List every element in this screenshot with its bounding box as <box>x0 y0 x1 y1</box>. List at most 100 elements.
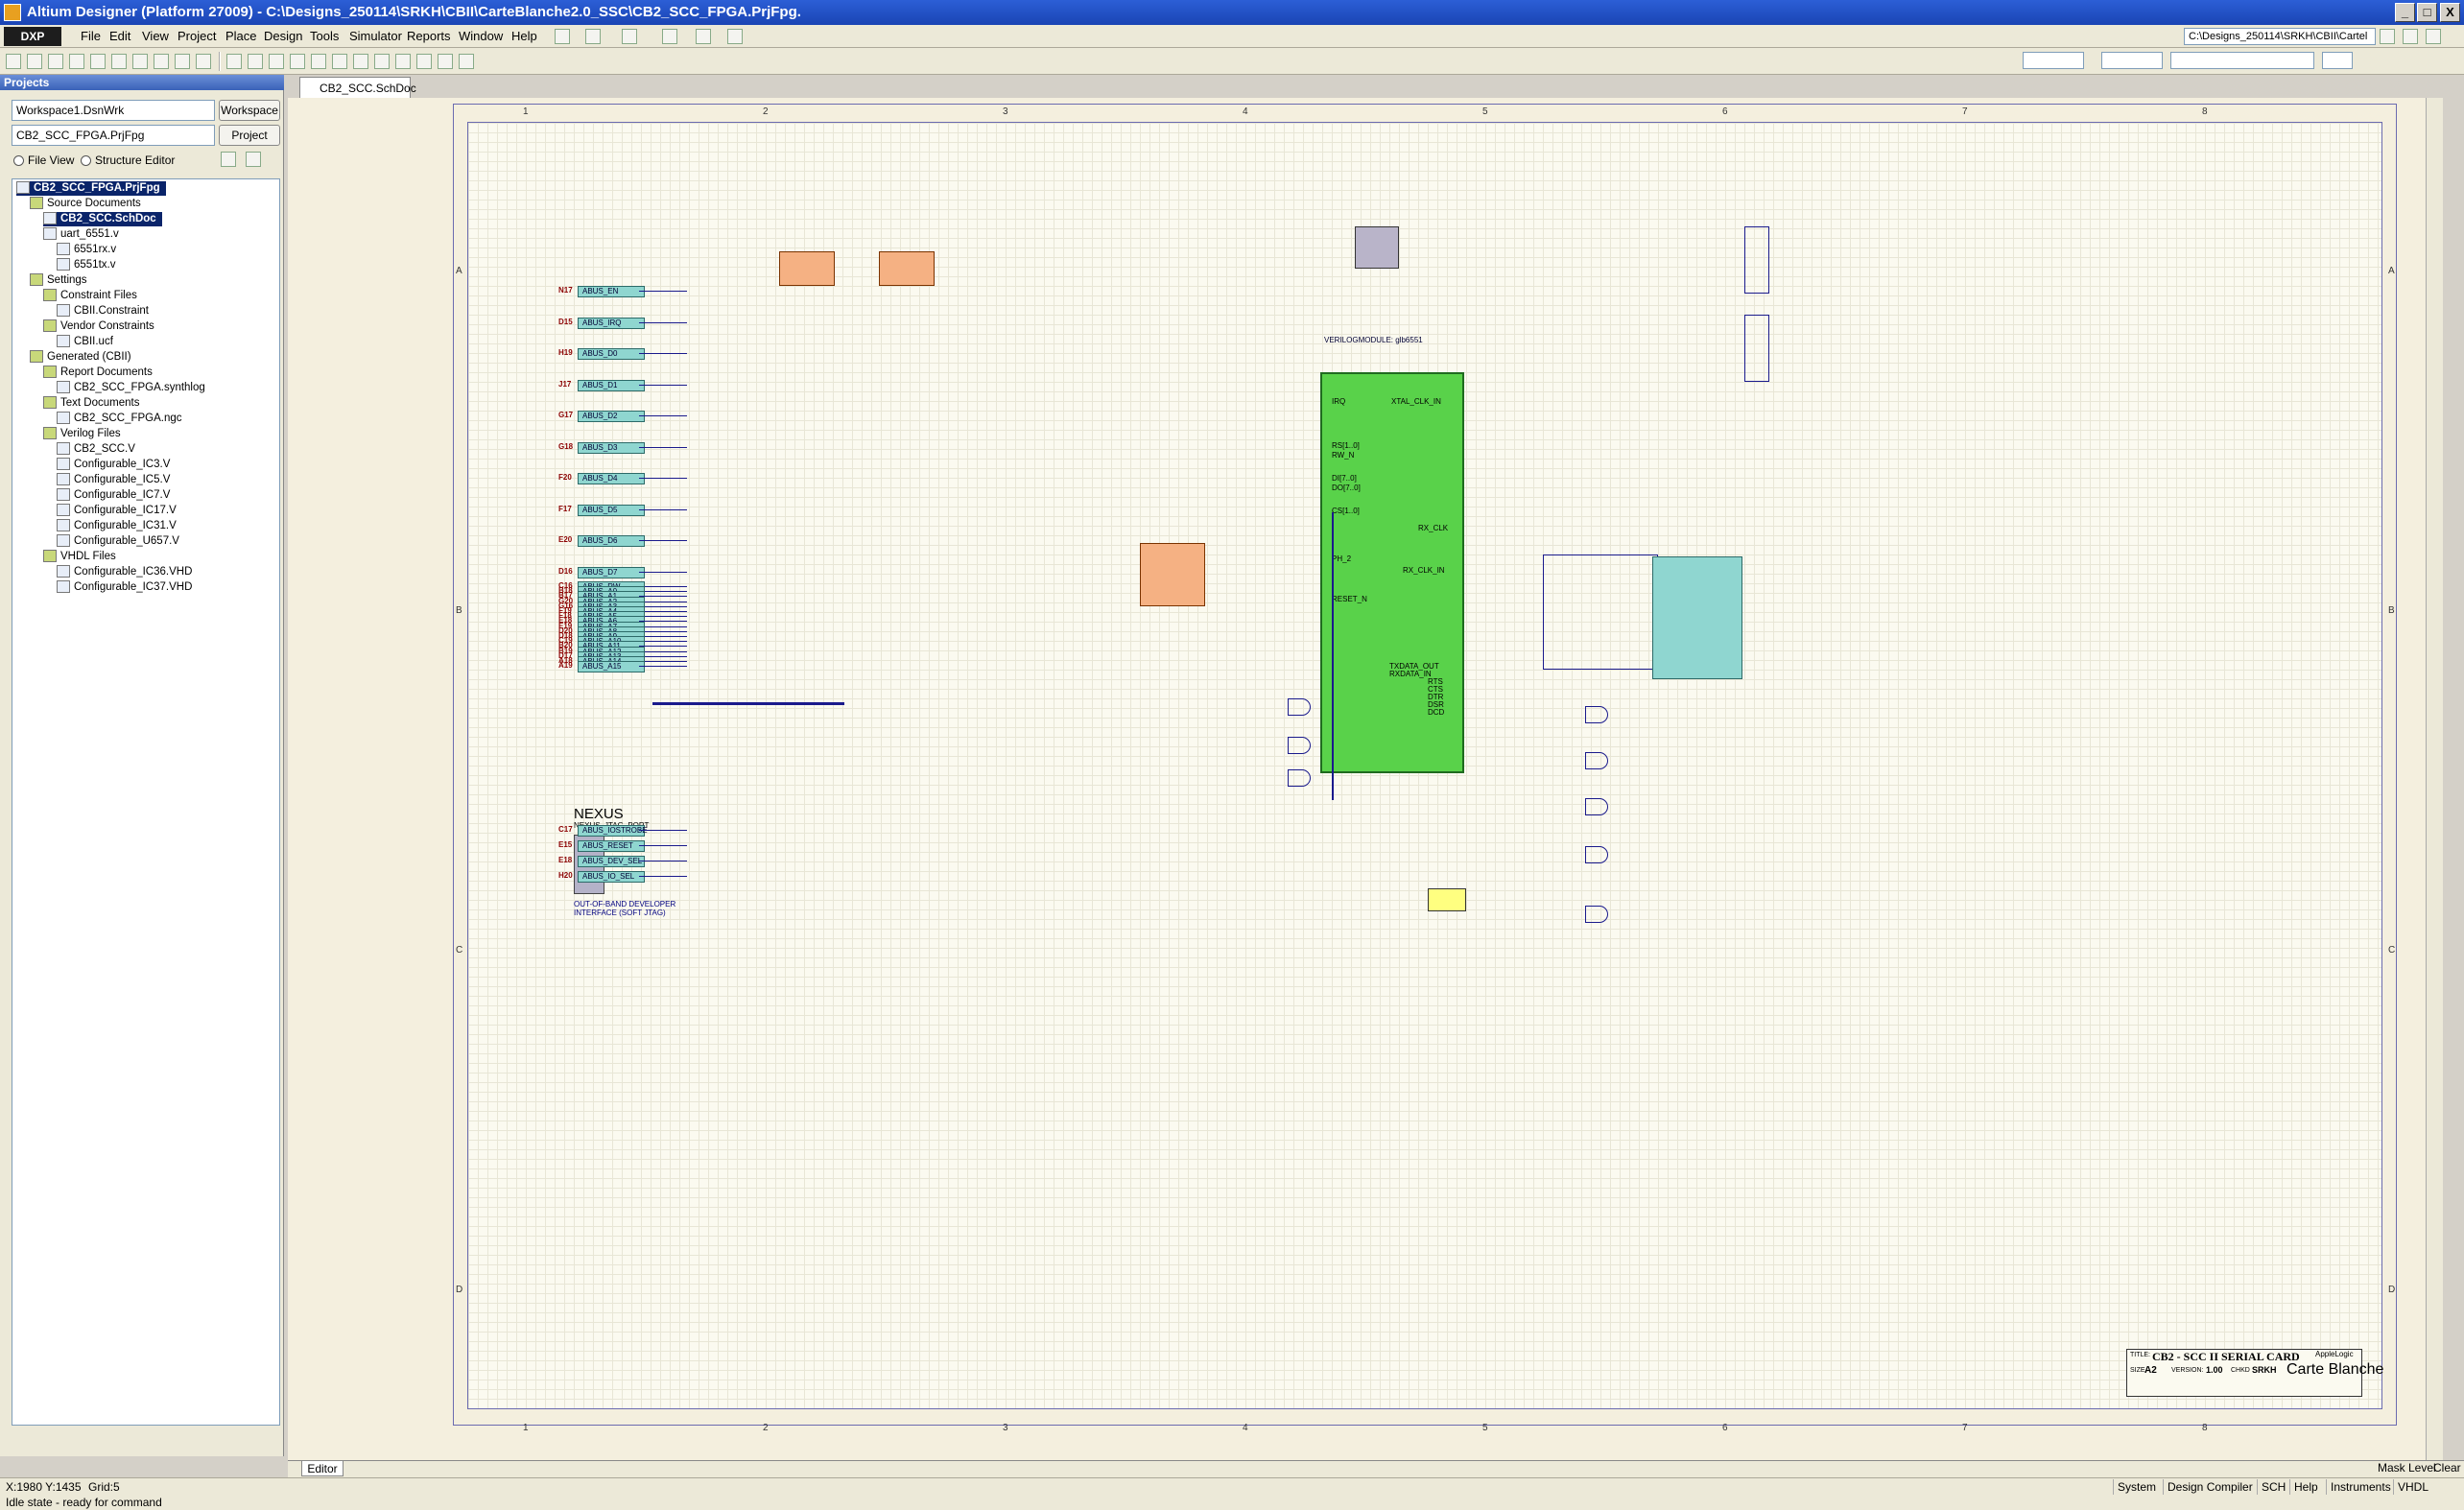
tree-item[interactable]: Vendor Constraints <box>43 319 154 334</box>
help-button[interactable]: Help <box>2289 1479 2322 1495</box>
rom-block[interactable] <box>1140 543 1205 606</box>
menu-edit[interactable]: Edit <box>109 29 131 43</box>
tree-item[interactable]: CBII.ucf <box>57 335 113 349</box>
tree-item[interactable]: Verilog Files <box>43 427 121 441</box>
menu-help[interactable]: Help <box>511 29 537 43</box>
tree-item[interactable]: uart_6551.v <box>43 227 119 242</box>
address-bus-port[interactable]: ABUS_A15 <box>578 661 645 673</box>
tree-item[interactable]: Text Documents <box>43 396 139 411</box>
menu-project[interactable]: Project <box>178 29 217 43</box>
workspace-dropdown[interactable]: Workspace1.DsnWrk <box>12 100 215 121</box>
jump-icon[interactable] <box>416 54 432 69</box>
digital-devices-icon[interactable] <box>662 29 677 44</box>
select-icon[interactable] <box>290 54 305 69</box>
minimize-button[interactable]: _ <box>2395 3 2415 22</box>
tree-item[interactable]: Configurable_U657.V <box>57 534 179 549</box>
tree-item[interactable]: CB2_SCC.SchDoc <box>43 212 162 226</box>
place-part-icon[interactable] <box>132 54 148 69</box>
no-erc-icon[interactable] <box>226 54 242 69</box>
place-bus-icon[interactable] <box>27 54 42 69</box>
back-icon[interactable] <box>2380 29 2395 44</box>
frequency-counter[interactable] <box>1355 226 1399 269</box>
panel-menu-icon[interactable] <box>246 152 261 167</box>
structure-editor-radio[interactable]: Structure Editor <box>81 153 175 167</box>
control-bus-port[interactable]: ABUS_IOSTROBE <box>578 825 648 837</box>
toolbar-combo-2[interactable] <box>2101 52 2163 69</box>
dxp-menu[interactable]: DXP <box>4 27 61 46</box>
vhdl-button[interactable]: VHDL <box>2393 1479 2432 1495</box>
chip-icon[interactable] <box>395 54 411 69</box>
menu-file[interactable]: File <box>81 29 101 43</box>
align-icon[interactable] <box>269 54 284 69</box>
menu-reports[interactable]: Reports <box>407 29 451 43</box>
tree-item[interactable]: CBII.Constraint <box>57 304 149 319</box>
sch-button[interactable]: SCH <box>2257 1479 2289 1495</box>
power-port-icon[interactable] <box>622 29 637 44</box>
register-block[interactable] <box>1428 888 1466 911</box>
data-bus-port[interactable]: ABUS_D7 <box>578 566 645 578</box>
system-panel-button[interactable]: System <box>2113 1479 2160 1495</box>
bus-entry-icon[interactable] <box>48 54 63 69</box>
menu-simulator[interactable]: Simulator <box>349 29 402 43</box>
tab-editor[interactable]: Editor <box>301 1461 344 1476</box>
tree-item[interactable]: Report Documents <box>43 366 153 380</box>
uart-6551-block[interactable]: VERILOGMODULE: glb6551 IRQ RS[1..0] RW_N… <box>1320 336 1464 773</box>
project-button[interactable]: Project <box>219 125 280 146</box>
maximize-button[interactable]: □ <box>2417 3 2437 22</box>
project-field[interactable]: CB2_SCC_FPGA.PrjFpg <box>12 125 215 146</box>
clock-manager-1[interactable] <box>779 251 835 286</box>
tree-item[interactable]: Configurable_IC5.V <box>57 473 170 487</box>
data-bus-port[interactable]: ABUS_D6 <box>578 535 645 547</box>
mask-level-label[interactable]: Mask Level <box>2378 1461 2436 1475</box>
tree-item[interactable]: VHDL Files <box>43 550 116 564</box>
clear-filter-icon[interactable] <box>459 54 474 69</box>
tree-item[interactable]: Constraint Files <box>43 289 137 303</box>
move-icon[interactable] <box>311 54 326 69</box>
port-icon[interactable] <box>196 54 211 69</box>
tree-item[interactable]: Source Documents <box>30 197 141 211</box>
vcc-port-icon[interactable] <box>111 54 127 69</box>
data-bus-port[interactable]: ABUS_D4 <box>578 473 645 484</box>
menu-view[interactable]: View <box>142 29 169 43</box>
tree-item[interactable]: 6551rx.v <box>57 243 116 257</box>
tree-item[interactable]: Configurable_IC31.V <box>57 519 177 533</box>
toolbar-combo-3[interactable] <box>2170 52 2314 69</box>
vertical-scrollbar[interactable] <box>2426 98 2443 1460</box>
sheet-entry-icon[interactable] <box>175 54 190 69</box>
clear-label[interactable]: Clear <box>2433 1461 2461 1475</box>
instruments-button[interactable]: Instruments <box>2326 1479 2395 1495</box>
menu-design[interactable]: Design <box>264 29 303 43</box>
toolbar-combo-4[interactable] <box>2322 52 2353 69</box>
grid-icon[interactable] <box>727 29 743 44</box>
data-bus-port[interactable]: ABUS_EN <box>578 286 645 297</box>
cross-probe-icon[interactable] <box>374 54 390 69</box>
tree-item[interactable]: CB2_SCC_FPGA.PrjFpg <box>16 181 166 196</box>
mark-icon[interactable] <box>438 54 453 69</box>
sheet-tools-icon[interactable] <box>555 29 570 44</box>
data-bus-port[interactable]: ABUS_D1 <box>578 379 645 391</box>
design-compiler-button[interactable]: Design Compiler <box>2163 1479 2257 1495</box>
paste-icon[interactable] <box>353 54 368 69</box>
menu-window[interactable]: Window <box>459 29 504 43</box>
toolbar-combo-1[interactable] <box>2023 52 2084 69</box>
place-wire-icon[interactable] <box>6 54 21 69</box>
tree-item[interactable]: Configurable_IC36.VHD <box>57 565 192 579</box>
compile-icon[interactable] <box>248 54 263 69</box>
workspace-button[interactable]: Workspace <box>219 100 280 121</box>
menu-place[interactable]: Place <box>225 29 257 43</box>
control-bus-port[interactable]: ABUS_RESET <box>578 840 645 852</box>
tree-item[interactable]: Configurable_IC17.V <box>57 504 177 518</box>
tree-item[interactable]: Settings <box>30 273 87 288</box>
control-bus-port[interactable]: ABUS_IO_SEL <box>578 871 645 883</box>
copy-icon[interactable] <box>332 54 347 69</box>
data-bus-port[interactable]: ABUS_IRQ <box>578 317 645 329</box>
close-button[interactable]: X <box>2440 3 2460 22</box>
clock-manager-2[interactable] <box>879 251 935 286</box>
panel-options-icon[interactable] <box>221 152 236 167</box>
filter-icon[interactable] <box>696 29 711 44</box>
sheet-symbol-icon[interactable] <box>154 54 169 69</box>
document-path-box[interactable]: C:\Designs_250114\SRKH\CBII\Cartel <box>2184 28 2376 45</box>
data-bus-port[interactable]: ABUS_D3 <box>578 441 645 454</box>
tree-item[interactable]: CB2_SCC_FPGA.ngc <box>57 412 182 426</box>
tree-item[interactable]: Generated (CBII) <box>30 350 131 365</box>
